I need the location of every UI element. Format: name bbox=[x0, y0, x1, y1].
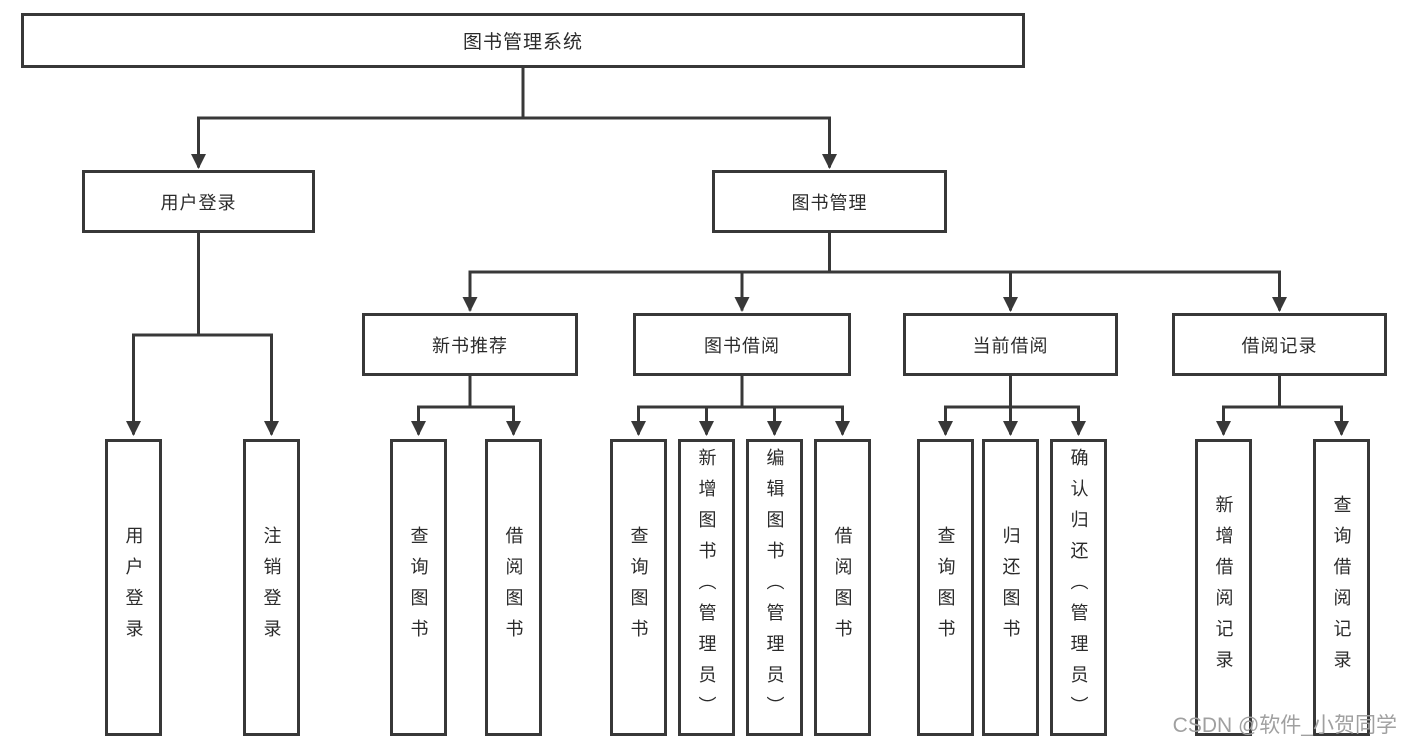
node-label: 用户登录 bbox=[160, 192, 237, 213]
leaf-label: 用户登录 bbox=[123, 525, 144, 650]
leaf-label: 新增图书（管理员） bbox=[696, 448, 717, 727]
leaf-query-book-3: 查询图书 bbox=[917, 439, 974, 736]
leaf-logout: 注销登录 bbox=[243, 439, 300, 736]
leaf-label: 新增借阅记录 bbox=[1213, 494, 1234, 681]
leaf-label: 查询图书 bbox=[408, 525, 429, 650]
leaf-edit-book-admin: 编辑图书（管理员） bbox=[746, 439, 803, 736]
node-user-login: 用户登录 bbox=[82, 170, 315, 233]
leaf-label: 编辑图书（管理员） bbox=[764, 448, 785, 727]
leaf-query-book-2: 查询图书 bbox=[610, 439, 667, 736]
leaf-user-login: 用户登录 bbox=[105, 439, 162, 736]
leaf-query-book-1: 查询图书 bbox=[390, 439, 447, 736]
leaf-label: 归还图书 bbox=[1000, 525, 1021, 650]
leaf-return-book: 归还图书 bbox=[982, 439, 1039, 736]
leaf-label: 查询借阅记录 bbox=[1331, 494, 1352, 681]
leaf-borrow-book-1: 借阅图书 bbox=[485, 439, 542, 736]
node-label: 图书借阅 bbox=[704, 335, 780, 356]
leaf-query-borrow-record: 查询借阅记录 bbox=[1313, 439, 1370, 736]
watermark: CSDN @软件_小贺同学 bbox=[1172, 714, 1397, 737]
leaf-borrow-book-2: 借阅图书 bbox=[814, 439, 871, 736]
leaf-add-book-admin: 新增图书（管理员） bbox=[678, 439, 735, 736]
node-book-management: 图书管理 bbox=[712, 170, 947, 233]
leaf-label: 确认归还（管理员） bbox=[1068, 448, 1089, 727]
node-label: 借阅记录 bbox=[1241, 335, 1318, 356]
leaf-label: 借阅图书 bbox=[503, 525, 524, 650]
node-label: 新书推荐 bbox=[432, 335, 508, 356]
node-new-book-recommend: 新书推荐 bbox=[362, 313, 578, 376]
node-book-borrow: 图书借阅 bbox=[633, 313, 851, 376]
leaf-label: 注销登录 bbox=[261, 525, 282, 650]
leaf-confirm-return-admin: 确认归还（管理员） bbox=[1050, 439, 1107, 736]
node-label: 图书管理 bbox=[791, 192, 868, 213]
leaf-label: 查询图书 bbox=[628, 525, 649, 650]
node-library-management-system: 图书管理系统 bbox=[21, 13, 1025, 68]
leaf-add-borrow-record: 新增借阅记录 bbox=[1195, 439, 1252, 736]
node-current-borrow: 当前借阅 bbox=[903, 313, 1118, 376]
leaf-label: 查询图书 bbox=[935, 525, 956, 650]
leaf-label: 借阅图书 bbox=[832, 525, 853, 650]
node-borrow-record: 借阅记录 bbox=[1172, 313, 1387, 376]
node-label: 图书管理系统 bbox=[462, 32, 583, 53]
node-label: 当前借阅 bbox=[972, 335, 1049, 356]
